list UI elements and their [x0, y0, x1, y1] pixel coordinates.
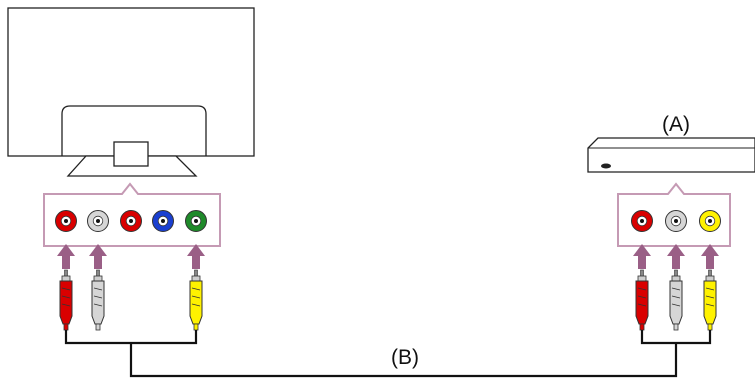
cable-right-bus	[640, 330, 712, 345]
jack-red-2	[120, 210, 142, 232]
plug-white	[91, 269, 105, 331]
device-box	[587, 137, 755, 173]
up-arrow-icon	[701, 244, 719, 269]
arrows	[57, 244, 719, 269]
plug-white	[669, 269, 683, 331]
device-label: (A)	[662, 113, 690, 136]
plug-yellow	[189, 269, 203, 331]
up-arrow-icon	[667, 244, 685, 269]
jack-red	[631, 210, 653, 232]
cable-left-bus	[64, 330, 198, 345]
jack-red	[55, 210, 77, 232]
up-arrow-icon	[89, 244, 107, 269]
plugs	[59, 269, 717, 331]
tv-screen	[7, 7, 255, 157]
cable	[64, 330, 712, 378]
jack-green	[185, 210, 207, 232]
device-led	[601, 163, 611, 169]
jack-blue	[152, 210, 174, 232]
tv-stand-back	[61, 105, 207, 156]
plug-red	[635, 269, 649, 331]
up-arrow-icon	[633, 244, 651, 269]
plug-yellow	[703, 269, 717, 331]
cable-label: (B)	[391, 346, 419, 369]
up-arrow-icon	[57, 244, 75, 269]
tv-stand-neck	[113, 141, 149, 167]
up-arrow-icon	[187, 244, 205, 269]
tv	[7, 7, 255, 177]
device-jacks	[631, 210, 721, 232]
tv-jacks	[55, 210, 207, 232]
jack-white	[665, 210, 687, 232]
cable-main	[129, 343, 678, 378]
jack-white	[87, 210, 109, 232]
jack-yellow	[699, 210, 721, 232]
plug-red	[59, 269, 73, 331]
device	[587, 137, 755, 173]
